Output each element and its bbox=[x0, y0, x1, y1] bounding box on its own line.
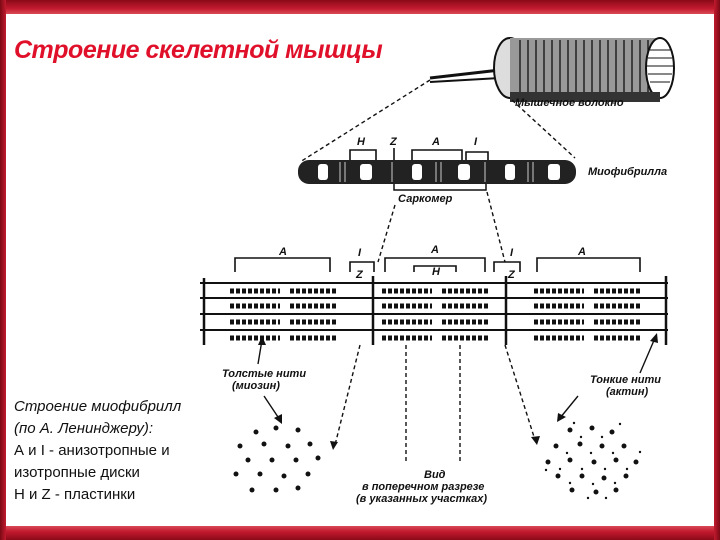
sarcomere-bracket bbox=[393, 184, 487, 191]
muscle-fiber-illustration bbox=[429, 37, 675, 102]
cross-section-label-3: (в указанных участках) bbox=[356, 493, 487, 505]
sarcomere-band-a2: А bbox=[430, 244, 439, 256]
cross-section-thin-dots bbox=[544, 421, 642, 500]
sarcomere-band-i1: I bbox=[358, 247, 362, 259]
myofibril-band-h: Н bbox=[357, 136, 366, 148]
sarcomere-filaments bbox=[200, 276, 668, 345]
slide-frame-right bbox=[714, 0, 720, 540]
sarcomere-band-a3: А bbox=[577, 246, 586, 258]
connector-arrow-heads bbox=[330, 436, 540, 450]
muscle-fiber-label: Мышечное волокно bbox=[515, 97, 624, 109]
cross-section-label-1: Вид bbox=[424, 469, 446, 481]
slide-frame-top bbox=[0, 0, 720, 14]
sarcomere-label: Саркомер bbox=[398, 193, 453, 205]
cross-section-label-2: в поперечном разрезе bbox=[362, 481, 484, 493]
pointer-arrows bbox=[257, 337, 656, 421]
caption-line-4: изотропные диски bbox=[14, 464, 140, 481]
zoom-lines-sarcomere bbox=[377, 191, 506, 263]
slide-caption: Строение миофибрилл (по А. Ленинджеру): … bbox=[14, 396, 181, 506]
slide-frame-left bbox=[0, 0, 6, 540]
thick-filaments-label: Толстые нити bbox=[222, 368, 306, 380]
cross-section-thick-thin bbox=[545, 425, 639, 495]
sarcomere-band-i2: I bbox=[510, 247, 514, 259]
sarcomere-band-h: Н bbox=[432, 266, 441, 278]
myofibril-band-brackets bbox=[349, 148, 489, 160]
myofibril-illustration bbox=[298, 160, 576, 184]
caption-line-1: Строение миофибрилл bbox=[14, 398, 182, 415]
caption-line-2: (по А. Ленинджеру): bbox=[14, 420, 154, 437]
caption-line-5: Н и Z - пластинки bbox=[14, 486, 136, 503]
slide-title: Строение скелетной мышцы bbox=[14, 36, 383, 64]
sarcomere-band-z1: Z bbox=[355, 269, 364, 281]
sarcomere-band-z2: Z bbox=[507, 269, 516, 281]
thin-filaments-label: Тонкие нити bbox=[590, 374, 661, 386]
myofibril-band-a: А bbox=[431, 136, 440, 148]
myofibril-label: Миофибрилла bbox=[588, 166, 667, 178]
caption-line-3: А и I - анизотропные и bbox=[14, 442, 170, 459]
cross-section-connectors bbox=[334, 344, 536, 462]
thin-filaments-sublabel: (актин) bbox=[606, 386, 649, 398]
arrow-heads bbox=[258, 333, 658, 424]
myofibril-band-i: I bbox=[474, 136, 478, 148]
sarcomere-band-brackets bbox=[234, 257, 641, 272]
sarcomere-band-a1: А bbox=[278, 246, 287, 258]
slide-frame-bottom bbox=[0, 526, 720, 540]
cross-section-thick bbox=[233, 425, 321, 493]
zoom-lines-fiber bbox=[299, 79, 576, 163]
thick-filaments-sublabel: (миозин) bbox=[232, 380, 280, 392]
myofibril-band-z: Z bbox=[389, 136, 398, 148]
